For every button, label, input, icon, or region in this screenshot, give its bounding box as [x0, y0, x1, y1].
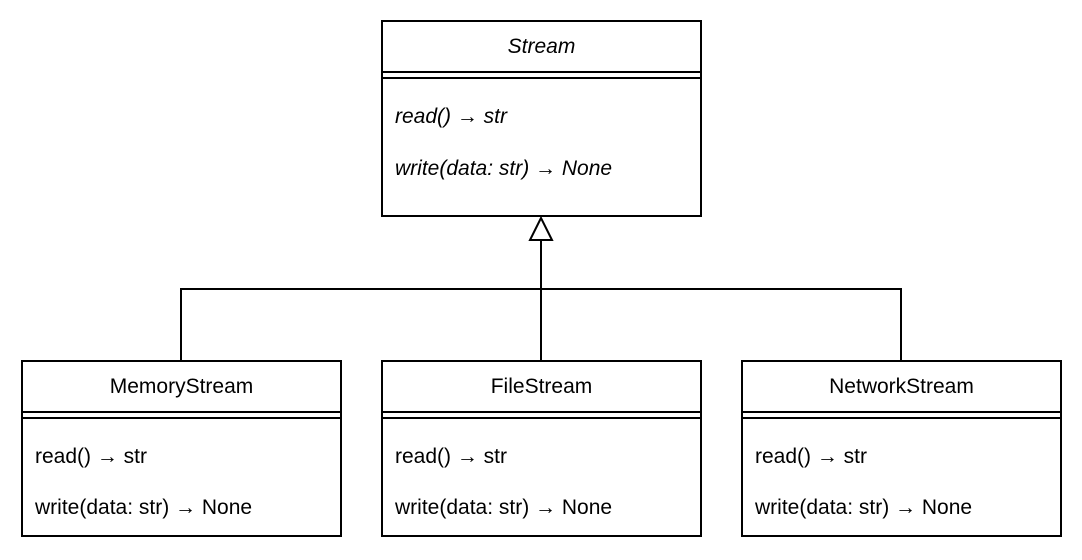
divider	[383, 417, 700, 419]
method-read: read() → str	[755, 445, 868, 468]
divider	[743, 417, 1060, 419]
divider	[383, 77, 700, 79]
inheritance-line-networkstream	[541, 288, 902, 360]
divider	[383, 71, 700, 73]
divider	[743, 411, 1060, 413]
class-name: Stream	[507, 35, 576, 58]
method-read: read() → str	[35, 445, 148, 468]
method-write: write(data: str) → None	[755, 496, 973, 519]
divider	[23, 417, 340, 419]
class-stream[interactable]: Stream read() → str write(data: str) → N…	[381, 20, 702, 217]
divider	[23, 411, 340, 413]
method-read: read() → str	[395, 105, 508, 128]
method-write: write(data: str) → None	[35, 496, 253, 519]
method-write: write(data: str) → None	[395, 496, 613, 519]
class-name: FileStream	[490, 375, 593, 398]
class-memorystream[interactable]: MemoryStream read() → str write(data: st…	[21, 360, 342, 537]
method-write: write(data: str) → None	[395, 157, 613, 180]
class-name: MemoryStream	[109, 375, 254, 398]
generalization-arrowhead-icon	[528, 215, 554, 241]
class-name: NetworkStream	[829, 375, 974, 398]
class-filestream[interactable]: FileStream read() → str write(data: str)…	[381, 360, 702, 537]
inheritance-line-memorystream	[180, 288, 541, 360]
method-read: read() → str	[395, 445, 508, 468]
class-networkstream[interactable]: NetworkStream read() → str write(data: s…	[741, 360, 1062, 537]
divider	[383, 411, 700, 413]
